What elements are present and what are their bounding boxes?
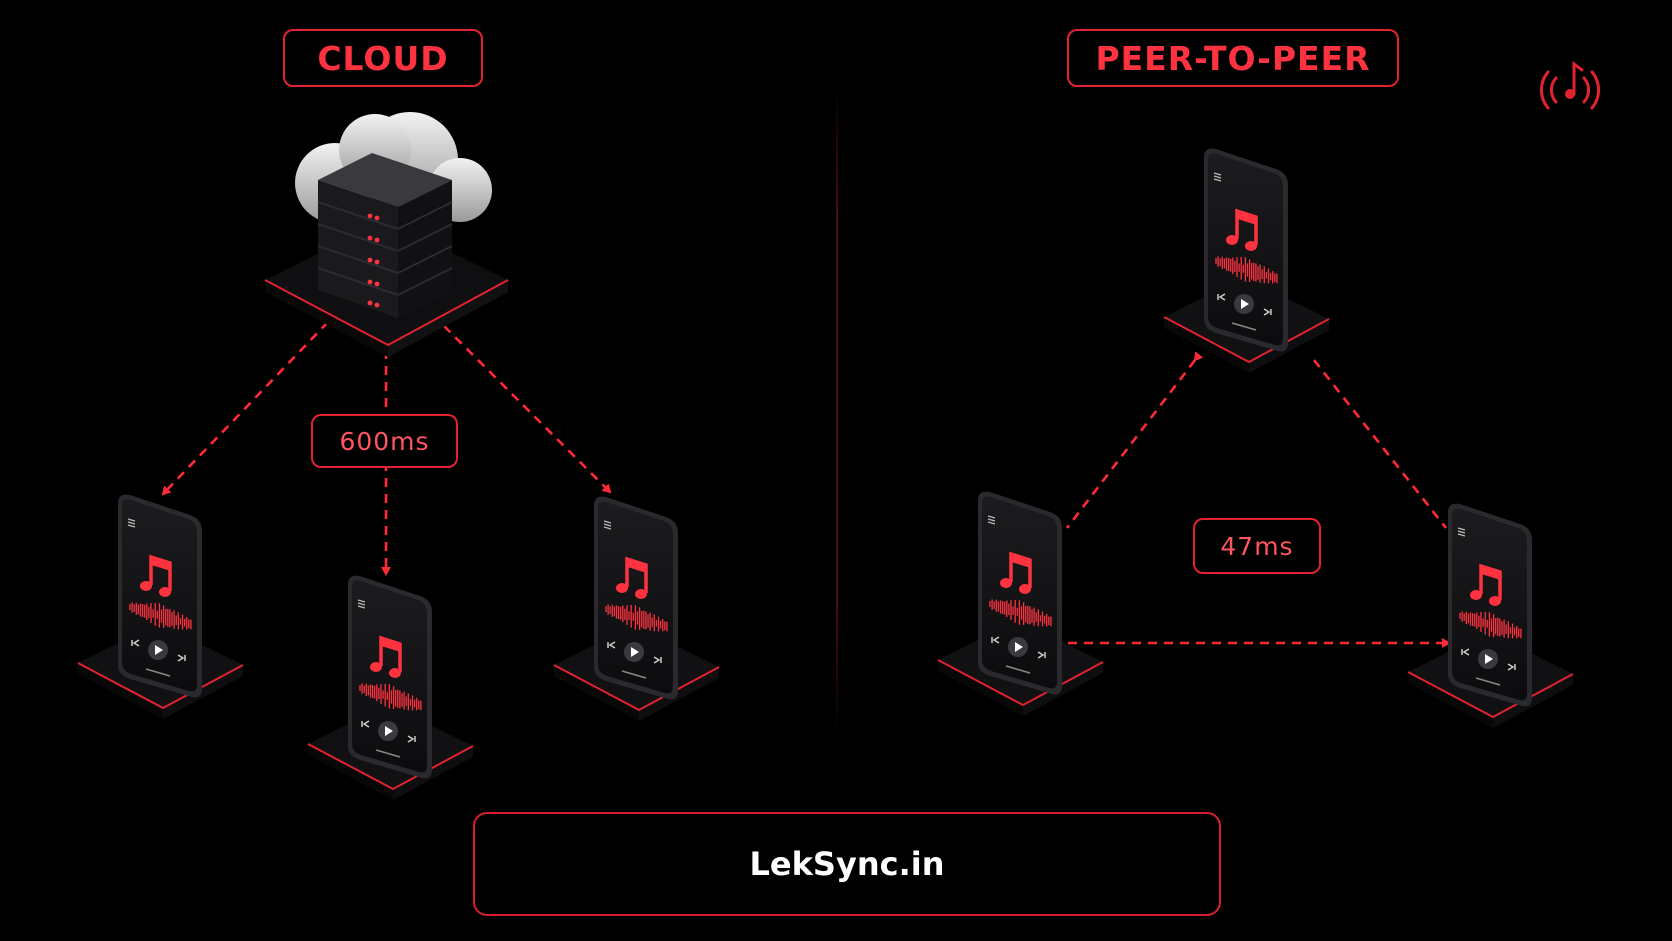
p2p-title: PEER-TO-PEER [1067, 29, 1399, 87]
phone-group [77, 148, 1574, 800]
cloud-server-stack-icon [264, 112, 509, 357]
menu-icon [357, 599, 366, 609]
menu-icon [127, 518, 136, 528]
playback-controls [131, 639, 186, 677]
waveform [129, 602, 192, 630]
playback-controls [1217, 293, 1272, 331]
skip-forward-icon [653, 656, 662, 664]
skip-back-icon [1217, 293, 1226, 301]
p2p-latency-badge: 47ms [1193, 518, 1321, 574]
music-note-icon [140, 554, 172, 597]
skip-back-icon [991, 636, 1000, 644]
p2p-link-left [1065, 351, 1204, 529]
playback-controls [361, 720, 416, 758]
menu-icon [1213, 172, 1222, 182]
broadcast-music-note-icon [1540, 61, 1600, 110]
music-note-icon [1000, 551, 1032, 594]
skip-forward-icon [1037, 651, 1046, 659]
phone-body [594, 496, 678, 700]
cloud-link-right [435, 317, 612, 494]
skip-back-icon [131, 639, 140, 647]
phone-p2p-top [1163, 148, 1330, 373]
menu-icon [603, 520, 612, 530]
skip-back-icon [1461, 648, 1470, 656]
waveform [989, 599, 1052, 627]
section-divider [836, 85, 838, 735]
waveform [1459, 611, 1522, 639]
phone-p2p-right [1407, 503, 1574, 728]
cloud-latency-badge: 600ms [311, 414, 458, 468]
playback-controls [991, 636, 1046, 674]
phone-body [978, 491, 1062, 695]
skip-back-icon [361, 720, 370, 728]
p2p-connections [1065, 351, 1451, 648]
phone-body [118, 494, 202, 698]
server-rack [317, 153, 453, 318]
skip-back-icon [607, 641, 616, 649]
skip-forward-icon [1507, 663, 1516, 671]
menu-icon [1457, 527, 1466, 537]
cloud-title: CLOUD [283, 29, 483, 87]
phone-cloud-left [77, 494, 244, 719]
phone-p2p-left [937, 491, 1104, 716]
music-note-icon [1470, 563, 1502, 606]
phone-body [348, 575, 432, 779]
playback-controls [607, 641, 662, 679]
skip-forward-icon [177, 654, 186, 662]
phone-body [1448, 503, 1532, 707]
phone-body [1204, 148, 1288, 352]
waveform [605, 604, 668, 632]
music-note-icon [616, 556, 648, 599]
phone-cloud-right [553, 496, 720, 721]
brand-banner[interactable]: LekSync.in [473, 812, 1221, 916]
waveform [1215, 256, 1278, 284]
music-note-icon [1226, 208, 1258, 251]
skip-forward-icon [1263, 308, 1272, 316]
music-note-icon [370, 635, 402, 678]
phone-cloud-center [307, 575, 474, 800]
p2p-link-right [1312, 359, 1448, 529]
cloud-link-left [161, 313, 337, 496]
playback-controls [1461, 648, 1516, 686]
skip-forward-icon [407, 735, 416, 743]
menu-icon [987, 515, 996, 525]
waveform [359, 683, 422, 711]
